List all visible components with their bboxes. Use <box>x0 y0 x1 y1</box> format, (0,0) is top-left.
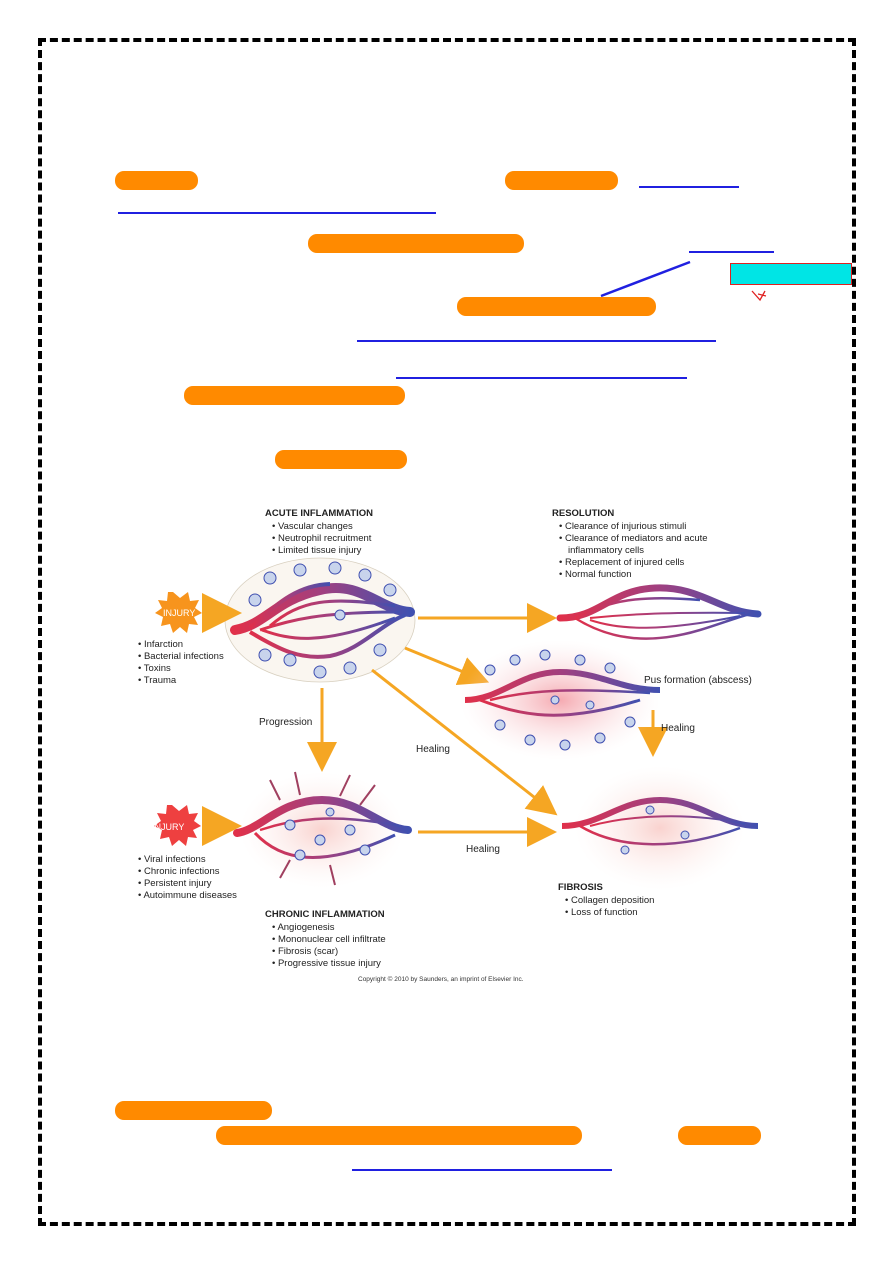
injury2-item: • Persistent injury <box>138 878 212 889</box>
healing-bottom-label: Healing <box>466 844 500 855</box>
chronic-cluster <box>233 771 412 888</box>
highlight-8 <box>216 1126 582 1145</box>
healing-right-label: Healing <box>661 723 695 734</box>
injury-starburst-2: INJURY <box>152 805 201 846</box>
chronic-item: • Fibrosis (scar) <box>272 946 338 957</box>
resolution-item: • Replacement of injured cells <box>559 557 685 568</box>
highlight-7 <box>115 1101 272 1120</box>
acute-title: ACUTE INFLAMMATION <box>265 508 373 519</box>
acute-item: • Limited tissue injury <box>272 545 362 556</box>
resolution-item: • Clearance of injurious stimuli <box>559 521 686 532</box>
injury-label-2: INJURY <box>152 822 184 832</box>
injury1-item: • Bacterial infections <box>138 651 224 662</box>
highlight-3 <box>308 234 524 253</box>
healing-diag-label: Healing <box>416 744 450 755</box>
link-underline-6[interactable] <box>352 1169 612 1171</box>
resolution-title: RESOLUTION <box>552 508 614 519</box>
resolution-item: inflammatory cells <box>568 545 644 556</box>
link-underline-2[interactable] <box>118 212 436 214</box>
highlight-5 <box>184 386 405 405</box>
resolution-vessel <box>556 584 762 640</box>
red-check-icon <box>751 290 767 302</box>
acute-item: • Neutrophil recruitment <box>272 533 372 544</box>
resolution-item: • Clearance of mediators and acute <box>559 533 708 544</box>
highlight-4 <box>457 297 656 316</box>
highlight-1 <box>115 171 198 190</box>
copyright: Copyright © 2010 by Saunders, an imprint… <box>358 975 524 983</box>
acute-item: • Vascular changes <box>272 521 353 532</box>
injury2-item: • Viral infections <box>138 854 206 865</box>
fibrosis-cluster <box>561 766 759 890</box>
chronic-item: • Angiogenesis <box>272 922 335 933</box>
link-underline-4[interactable] <box>357 340 716 342</box>
injury1-item: • Toxins <box>138 663 171 674</box>
resolution-item: • Normal function <box>559 569 632 580</box>
chronic-title: CHRONIC INFLAMMATION <box>265 909 385 920</box>
progression-label: Progression <box>259 717 312 728</box>
link-underline-1[interactable] <box>639 186 739 188</box>
fibrosis-item: • Loss of function <box>565 907 638 918</box>
injury2-item: • Chronic infections <box>138 866 220 877</box>
injury-label-1: INJURY <box>163 608 195 618</box>
highlight-9 <box>678 1126 761 1145</box>
acute-vessel-cluster <box>224 557 416 683</box>
pus-label: Pus formation (abscess) <box>644 675 752 686</box>
fibrosis-item: • Collagen deposition <box>565 895 654 906</box>
link-underline-5[interactable] <box>396 377 687 379</box>
highlight-6 <box>275 450 407 469</box>
link-underline-3[interactable] <box>689 251 774 253</box>
page-border <box>38 38 856 1226</box>
callout-connector <box>600 260 767 302</box>
injury-starburst-1: INJURY <box>155 592 202 633</box>
injury1-item: • Infarction <box>138 639 183 650</box>
abscess-cluster <box>460 640 661 760</box>
chronic-item: • Mononuclear cell infiltrate <box>272 934 386 945</box>
fibrosis-title: FIBROSIS <box>558 882 603 893</box>
callout-box[interactable] <box>730 263 852 285</box>
highlight-2 <box>505 171 618 190</box>
injury1-item: • Trauma <box>138 675 177 686</box>
inflammation-figure: ACUTE INFLAMMATION • Vascular changes • … <box>138 508 762 983</box>
chronic-item: • Progressive tissue injury <box>272 958 381 969</box>
injury2-item: • Autoimmune diseases <box>138 890 237 901</box>
